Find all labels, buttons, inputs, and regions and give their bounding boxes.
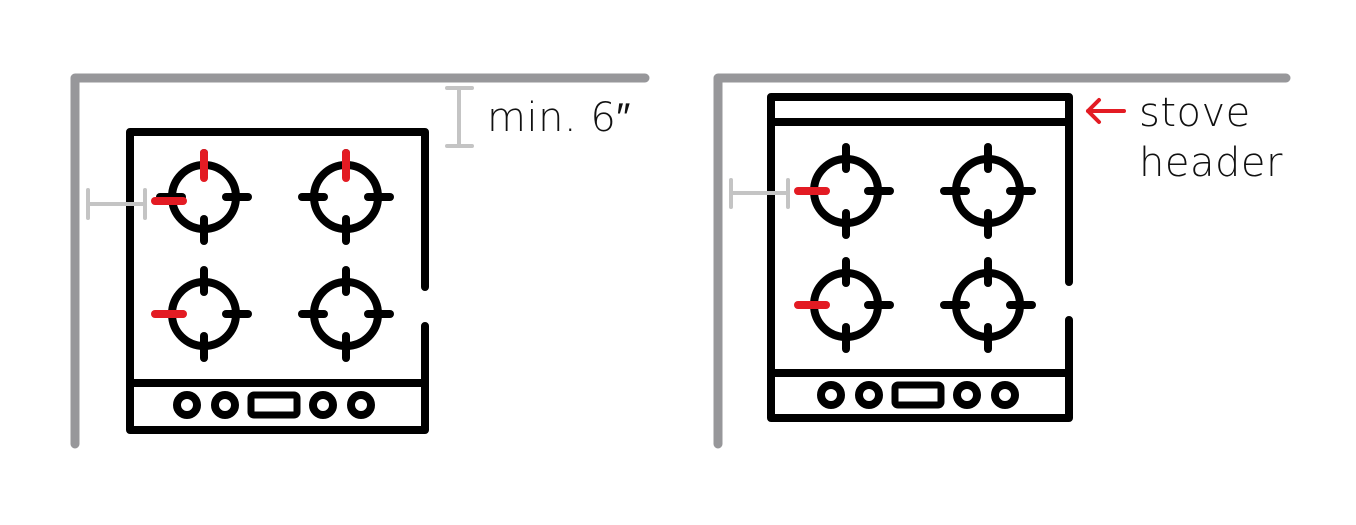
right-stove-outline [767, 93, 1073, 422]
left-panel [70, 73, 650, 449]
right-wall [713, 73, 1291, 449]
top-clearance-marker [445, 86, 474, 148]
left-wall [70, 73, 650, 449]
right-side-clearance-marker [729, 178, 790, 209]
left-side-clearance-marker [86, 188, 147, 220]
left-burner-bottom-right [302, 270, 390, 358]
right-panel [713, 73, 1291, 449]
min-clearance-label: min. 6″ [487, 95, 631, 141]
stove-header-label-line2: header [1139, 140, 1283, 186]
left-arrow-icon [1086, 98, 1126, 124]
left-stove-outline [126, 128, 429, 434]
right-burner-bottom-right [944, 261, 1032, 349]
right-control-knobs [821, 385, 1015, 405]
left-control-knobs [177, 395, 371, 415]
right-burner-top-right [944, 147, 1032, 235]
stove-header-label-line1: stove [1139, 90, 1251, 136]
